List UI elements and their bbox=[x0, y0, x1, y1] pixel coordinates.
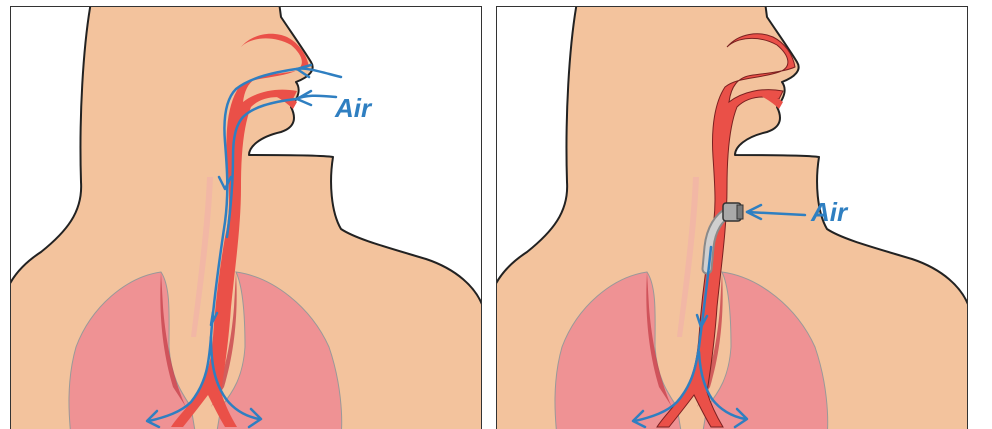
air-label: Air bbox=[810, 197, 849, 227]
normal-breathing-diagram: Air bbox=[11, 7, 482, 429]
tracheostomy-breathing-panel: Air bbox=[496, 6, 968, 429]
tracheostomy-breathing-diagram: Air bbox=[497, 7, 968, 429]
normal-breathing-panel: Air bbox=[10, 6, 482, 429]
air-label: Air bbox=[334, 93, 373, 123]
